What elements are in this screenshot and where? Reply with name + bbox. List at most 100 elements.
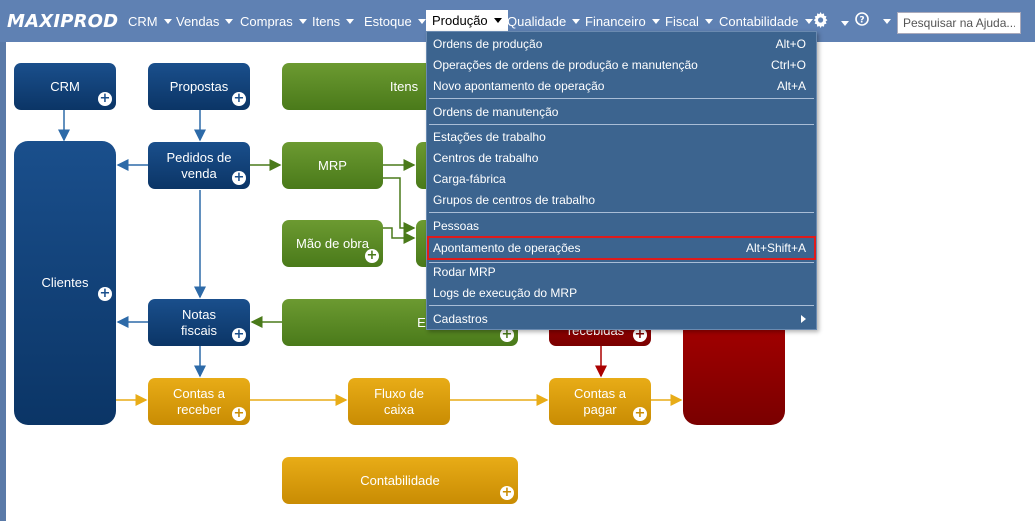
add-icon[interactable]: + xyxy=(633,406,647,421)
contabilidade-node[interactable]: Contabilidade + xyxy=(282,457,518,504)
menu-divider xyxy=(429,305,814,306)
nav-crm[interactable]: CRM xyxy=(128,14,172,29)
node-label: Contas a receber xyxy=(172,385,226,417)
add-icon[interactable]: + xyxy=(232,91,246,106)
add-icon[interactable]: + xyxy=(232,327,246,342)
nav-vendas[interactable]: Vendas xyxy=(176,14,234,29)
nav-label: Fiscal xyxy=(665,14,699,29)
add-icon[interactable]: + xyxy=(633,327,647,342)
nav-label: Estoque xyxy=(364,14,412,29)
menu-item-carga-fabrica[interactable]: Carga-fábrica xyxy=(427,168,816,189)
chevron-down-icon xyxy=(704,19,713,24)
chevron-down-icon xyxy=(417,19,426,24)
menu-item-label: Carga-fábrica xyxy=(433,171,506,186)
menu-item-label: Rodar MRP xyxy=(433,264,496,279)
chevron-down-icon xyxy=(225,19,234,24)
nav-label: Financeiro xyxy=(585,14,646,29)
help-menu[interactable]: ? xyxy=(855,12,892,31)
settings-menu[interactable] xyxy=(813,12,850,33)
notas-fiscais-node[interactable]: Notas fiscais + xyxy=(148,299,250,346)
menu-shortcut: Alt+O xyxy=(775,36,806,51)
menu-item-label: Ordens de manutenção xyxy=(433,104,559,119)
nav-itens[interactable]: Itens xyxy=(312,14,355,29)
menu-item-operacoes-ordens[interactable]: Operações de ordens de produção e manute… xyxy=(427,54,816,75)
add-icon[interactable]: + xyxy=(365,248,379,263)
menu-item-pessoas[interactable]: Pessoas xyxy=(427,215,816,236)
contas-pagar-node[interactable]: Contas a pagar + xyxy=(549,378,651,425)
menu-item-label: Centros de trabalho xyxy=(433,150,539,165)
menu-item-label: Pessoas xyxy=(433,218,480,233)
nav-estoque[interactable]: Estoque xyxy=(364,14,426,29)
menu-item-cadastros[interactable]: Cadastros xyxy=(427,308,816,329)
chevron-down-icon xyxy=(493,18,502,23)
nav-label: Produção xyxy=(432,13,488,28)
mrp-node[interactable]: MRP xyxy=(282,142,383,189)
svg-text:?: ? xyxy=(859,16,864,26)
add-icon[interactable]: + xyxy=(98,286,112,301)
node-label: Notas fiscais xyxy=(180,306,218,338)
propostas-node[interactable]: Propostas+ xyxy=(148,63,250,110)
chevron-down-icon xyxy=(883,19,892,24)
menu-item-ordens-manutencao[interactable]: Ordens de manutenção xyxy=(427,101,816,122)
nav-qualidade[interactable]: Qualidade xyxy=(507,14,581,29)
menu-item-label: Cadastros xyxy=(433,311,488,326)
menu-item-rodar-mrp[interactable]: Rodar MRP xyxy=(427,261,816,282)
menu-item-ordens-producao[interactable]: Ordens de produção Alt+O xyxy=(427,33,816,54)
menu-item-apontamento-operacoes[interactable]: Apontamento de operações Alt+Shift+A xyxy=(427,236,816,260)
add-icon[interactable]: + xyxy=(500,485,514,500)
menu-item-logs-mrp[interactable]: Logs de execução do MRP xyxy=(427,282,816,303)
add-icon[interactable]: + xyxy=(500,327,514,342)
pedidos-venda-node[interactable]: Pedidos de venda+ xyxy=(148,142,250,189)
node-label: Clientes xyxy=(41,275,89,290)
menu-shortcut: Alt+A xyxy=(776,78,806,93)
menu-item-label: Grupos de centros de trabalho xyxy=(433,192,596,207)
nav-label: Itens xyxy=(312,14,341,29)
menu-shortcut: Alt+Shift+A xyxy=(745,241,806,255)
add-icon[interactable]: + xyxy=(98,91,112,106)
menu-divider xyxy=(429,98,814,99)
menu-item-label: Ordens de produção xyxy=(433,36,543,51)
clientes-node[interactable]: Clientes + xyxy=(14,141,116,425)
help-search-input[interactable] xyxy=(897,12,1021,34)
menu-item-label: Operações de ordens de produção e manute… xyxy=(433,57,698,72)
chevron-down-icon xyxy=(651,19,660,24)
nav-financeiro[interactable]: Financeiro xyxy=(585,14,660,29)
producao-dropdown-menu: Ordens de produção Alt+O Operações de ord… xyxy=(426,31,817,330)
node-label: Contabilidade xyxy=(360,472,440,488)
node-label: MRP xyxy=(318,157,347,173)
menu-item-label: Apontamento de operações xyxy=(433,241,581,255)
node-label: Fluxo de caixa xyxy=(374,385,424,417)
chevron-down-icon xyxy=(841,21,850,26)
nav-label: Vendas xyxy=(176,14,220,29)
mao-de-obra-node[interactable]: Mão de obra+ xyxy=(282,220,383,267)
node-label: Contas a pagar xyxy=(573,385,627,417)
nav-label: CRM xyxy=(128,14,158,29)
menu-divider xyxy=(429,124,814,125)
chevron-down-icon xyxy=(298,19,307,24)
nav-producao[interactable]: Produção xyxy=(426,10,508,31)
node-label: CRM xyxy=(50,78,80,94)
top-navigation-bar: MAXIPROD CRM Vendas Compras Itens Estoqu… xyxy=(0,0,1035,42)
menu-item-estacoes-trabalho[interactable]: Estações de trabalho xyxy=(427,126,816,147)
add-icon[interactable]: + xyxy=(232,170,246,185)
help-icon: ? xyxy=(855,12,869,26)
menu-divider xyxy=(429,262,814,263)
nav-label: Qualidade xyxy=(507,14,567,29)
menu-shortcut: Ctrl+O xyxy=(770,57,806,72)
nav-fiscal[interactable]: Fiscal xyxy=(665,14,713,29)
gear-icon xyxy=(813,12,828,29)
node-label: Mão de obra xyxy=(296,235,369,251)
nav-contabilidade[interactable]: Contabilidade xyxy=(719,14,813,29)
nav-label: Compras xyxy=(240,14,293,29)
add-icon[interactable]: + xyxy=(232,406,246,421)
chevron-down-icon xyxy=(572,19,581,24)
menu-item-centros-trabalho[interactable]: Centros de trabalho xyxy=(427,147,816,168)
node-label: Propostas xyxy=(169,78,229,94)
contas-receber-node[interactable]: Contas a receber + xyxy=(148,378,250,425)
crm-node[interactable]: CRM + xyxy=(14,63,116,110)
fluxo-caixa-node[interactable]: Fluxo de caixa xyxy=(348,378,450,425)
nav-compras[interactable]: Compras xyxy=(240,14,307,29)
menu-item-label: Estações de trabalho xyxy=(433,129,546,144)
menu-item-grupos-centros[interactable]: Grupos de centros de trabalho xyxy=(427,189,816,210)
